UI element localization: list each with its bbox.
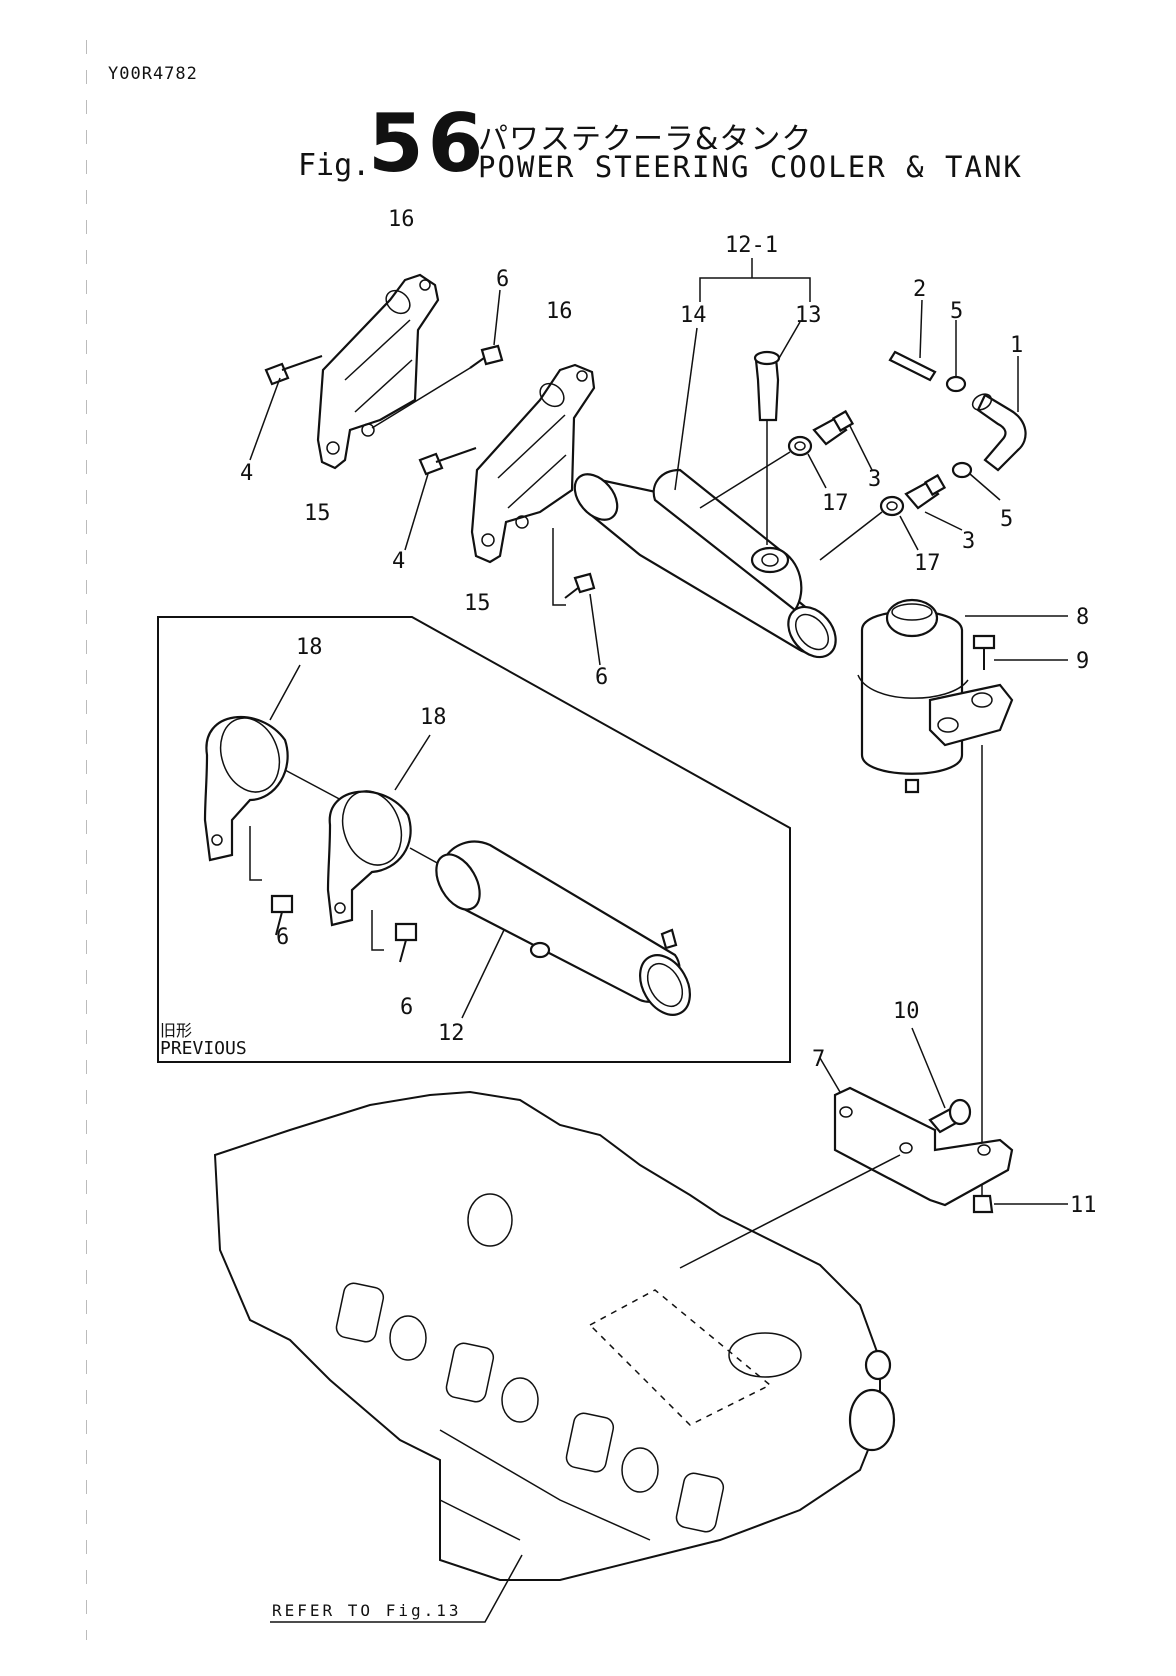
plug-part-13 xyxy=(755,322,800,545)
callout-16-upper: 16 xyxy=(388,207,415,232)
cooler-part-14 xyxy=(566,466,845,666)
callout-15-upper: 15 xyxy=(304,501,331,526)
callout-11: 11 xyxy=(1070,1193,1097,1218)
callout-10: 10 xyxy=(893,999,920,1024)
assembly-bracket-12-1 xyxy=(675,258,810,490)
callout-1: 1 xyxy=(1010,333,1023,358)
callout-3-upper: 3 xyxy=(868,467,881,492)
callout-17-lower: 17 xyxy=(914,551,941,576)
clamp-part-5-upper xyxy=(947,320,965,391)
washer-part-17-upper xyxy=(700,437,826,508)
bolt-part-6-middle xyxy=(553,528,600,665)
bracket-part-15-lower xyxy=(472,365,594,562)
callout-12-1: 12-1 xyxy=(725,233,778,258)
previous-label-en: PREVIOUS xyxy=(160,1038,247,1059)
pipe-part-2 xyxy=(890,300,935,380)
clamp-part-5-lower xyxy=(953,463,1000,500)
tank-part-8 xyxy=(858,600,1068,792)
manifold-reference xyxy=(215,1092,894,1622)
bolt-part-4-lower xyxy=(405,448,476,550)
fitting-part-3-lower xyxy=(906,475,962,530)
callout-7: 7 xyxy=(812,1047,825,1072)
callout-18-left: 18 xyxy=(296,635,323,660)
bracket-part-15-upper xyxy=(318,275,438,468)
callout-17-upper: 17 xyxy=(822,491,849,516)
bolt-part-6-box-right xyxy=(396,924,416,962)
callout-2: 2 xyxy=(913,277,926,302)
callout-8: 8 xyxy=(1076,605,1089,630)
reference-label: REFER TO Fig.13 xyxy=(272,1601,462,1620)
callout-13: 13 xyxy=(795,303,822,328)
callout-6-middle: 6 xyxy=(595,665,608,690)
callout-16-lower: 16 xyxy=(546,299,573,324)
callout-3-lower: 3 xyxy=(962,529,975,554)
clamp-part-18-right xyxy=(328,735,450,950)
callout-12: 12 xyxy=(438,1021,465,1046)
fitting-part-3-upper xyxy=(814,411,872,470)
callout-14: 14 xyxy=(680,303,707,328)
bolt-part-10 xyxy=(912,1028,970,1132)
bracket-part-7 xyxy=(820,1058,1012,1205)
callout-6-box-left: 6 xyxy=(276,925,289,950)
nut-part-11 xyxy=(974,1196,1068,1212)
callout-5-upper: 5 xyxy=(950,299,963,324)
previous-design-box xyxy=(158,617,790,1062)
callout-18-right: 18 xyxy=(420,705,447,730)
callout-9: 9 xyxy=(1076,649,1089,674)
hose-part-1 xyxy=(970,356,1026,470)
callout-5-lower: 5 xyxy=(1000,507,1013,532)
callout-6-box-right: 6 xyxy=(400,995,413,1020)
callout-4-upper: 4 xyxy=(240,461,253,486)
callout-6-upper: 6 xyxy=(496,267,509,292)
callout-4-lower: 4 xyxy=(392,549,405,574)
bolt-part-4-upper xyxy=(250,356,322,460)
cooler-part-12 xyxy=(427,842,700,1024)
callout-15-lower: 15 xyxy=(464,591,491,616)
